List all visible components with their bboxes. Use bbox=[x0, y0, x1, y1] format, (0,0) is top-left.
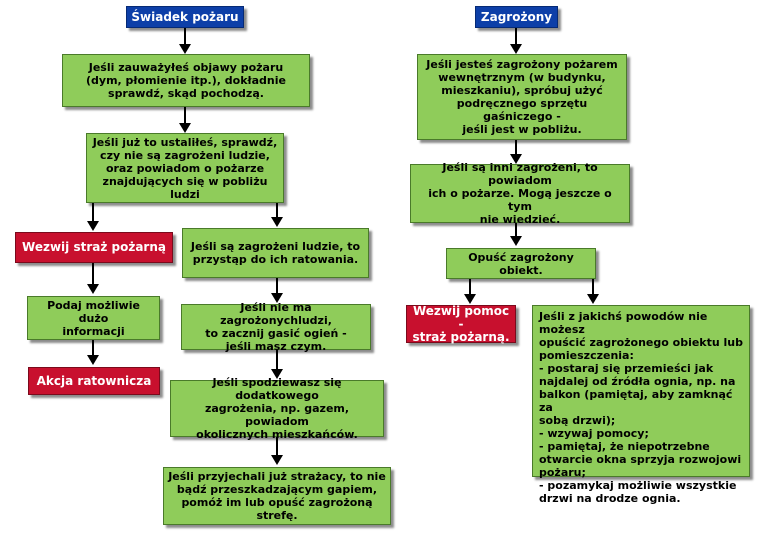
no-threat-box: Jeśli nie ma zagrożonychludzi, to zaczni… bbox=[181, 301, 371, 353]
call-help-box: Wezwij pomoc - straż pożarną. bbox=[406, 304, 516, 343]
call-fire-brigade-box: Wezwij straż pożarną bbox=[15, 232, 173, 263]
threatened-step2-box: Jeśli są inni zagrożeni, to powiadom ich… bbox=[410, 161, 630, 226]
extra-threat-box: Jeśli spodziewasz się dodatkowego zagroż… bbox=[170, 376, 384, 441]
threatened-step1-box: Jeśli jesteś zagrożony pożarem wewnętrzn… bbox=[417, 54, 627, 140]
leave-object-box: Opuść zagrożony obiekt. bbox=[446, 248, 596, 279]
rescue-action-box: Akcja ratownicza bbox=[28, 367, 160, 395]
firefighters-box: Jeśli przyjechali już strażacy, to nie b… bbox=[163, 467, 391, 525]
witness-step2-box: Jeśli już to ustaliłeś, sprawdź, czy nie… bbox=[86, 133, 284, 203]
give-info-box: Podaj możliwie dużo informacji bbox=[27, 296, 160, 340]
cant-leave-box: Jeśli z jakichś powodów nie możesz opuśc… bbox=[532, 305, 750, 505]
threatened-header: Zagrożony bbox=[475, 6, 558, 28]
witness-header: Świadek pożaru bbox=[126, 6, 244, 28]
witness-step1-box: Jeśli zauważyłeś objawy pożaru (dym, pło… bbox=[62, 54, 310, 107]
people-threat-box: Jeśli są zagrożeni ludzie, to przystąp d… bbox=[182, 228, 369, 278]
